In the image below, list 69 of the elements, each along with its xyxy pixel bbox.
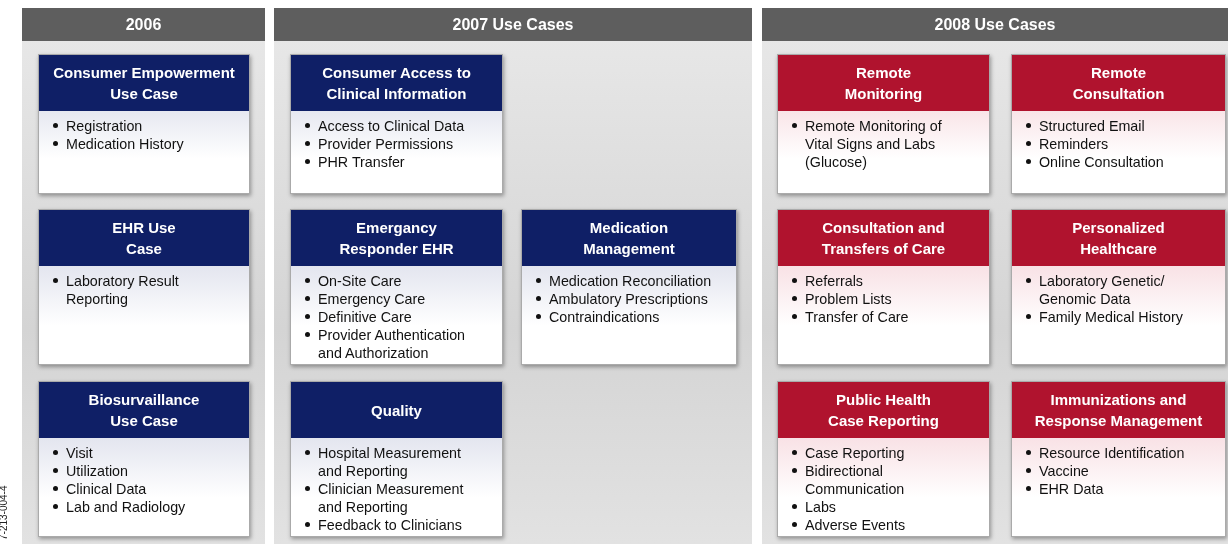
list-item: Laboratory Result Reporting [66, 272, 180, 308]
use-case-card [777, 209, 990, 365]
list-item: Clinician Measurement and Reporting [318, 480, 465, 516]
column-header: 2008 Use Cases [762, 8, 1228, 41]
card-title: Immunizations and Response Management [1033, 390, 1204, 431]
list-item: Ambulatory Prescriptions [549, 290, 708, 308]
list-item: Laboratory Genetic/ Genomic Data [1039, 272, 1166, 308]
use-case-card [290, 54, 503, 194]
use-case-card [777, 381, 990, 537]
card-title: Consumer Access to Clinical Information [321, 63, 472, 104]
card-title: Consultation and Transfers of Care [820, 218, 947, 259]
list-item: Medication Reconciliation [549, 272, 712, 290]
list-item: Labs [805, 498, 836, 516]
list-item: Provider Authentication and Authorization [318, 326, 467, 362]
card-title: Emergancy Responder EHR [338, 218, 455, 259]
list-item: Medication History [66, 135, 184, 153]
use-case-card [1011, 209, 1226, 365]
use-case-card [521, 209, 737, 365]
list-item: Vaccine [1039, 462, 1089, 480]
list-item: Adverse Events [805, 516, 906, 534]
use-case-card [38, 54, 250, 194]
list-item: Lab and Radiology [66, 498, 186, 516]
use-case-card [1011, 54, 1226, 194]
list-item: Referrals [805, 272, 863, 290]
list-item: Emergency Care [318, 290, 426, 308]
card-title: Consumer Empowerment Use Case [52, 63, 236, 104]
use-case-card [1011, 381, 1226, 537]
list-item: Structured Email [1039, 117, 1145, 135]
list-item: Bidirectional Communication [805, 462, 906, 498]
list-item: Provider Permissions [318, 135, 454, 153]
list-item: Family Medical History [1039, 308, 1183, 326]
card-title: Remote Consultation [1071, 63, 1166, 104]
document-number: 7-213-004-4 [0, 484, 9, 540]
list-item: EHR Data [1039, 480, 1104, 498]
card-title: Personalized Healthcare [1071, 218, 1166, 259]
column-header: 2007 Use Cases [274, 8, 752, 41]
column-panel [22, 8, 265, 544]
list-item: Transfer of Care [805, 308, 909, 326]
card-title: Medication Management [582, 218, 676, 259]
list-item: Case Reporting [805, 444, 905, 462]
card-title: Quality [371, 400, 422, 421]
list-item: Visit [66, 444, 93, 462]
use-case-card [38, 381, 250, 537]
list-item: Problem Lists [805, 290, 892, 308]
list-item: Resource Identification [1039, 444, 1185, 462]
list-item: Online Consultation [1039, 153, 1164, 171]
use-case-card [38, 209, 250, 365]
column-panel [762, 8, 1228, 544]
list-item: Registration [66, 117, 143, 135]
column-panel [274, 8, 752, 544]
list-item: PHR Transfer [318, 153, 405, 171]
list-item: Remote Monitoring of Vital Signs and Labs (Glucose) [805, 117, 943, 171]
list-item: Clinical Data [66, 480, 147, 498]
use-case-card [290, 209, 503, 365]
list-item: Contraindications [549, 308, 660, 326]
list-item: Feedback to Clinicians [318, 516, 462, 534]
column-header: 2006 [22, 8, 265, 41]
list-item: Definitive Care [318, 308, 412, 326]
list-item: Access to Clinical Data [318, 117, 465, 135]
use-case-card [777, 54, 990, 194]
card-title: Public Health Case Reporting [827, 390, 940, 431]
card-title: Biosurvaillance Use Case [87, 390, 201, 431]
list-item: Utilization [66, 462, 128, 480]
card-title: Remote Monitoring [843, 63, 924, 104]
use-case-card [290, 381, 503, 537]
list-item: Reminders [1039, 135, 1109, 153]
list-item: On-Site Care [318, 272, 402, 290]
list-item: Hospital Measurement and Reporting [318, 444, 463, 480]
card-title: EHR Use Case [111, 218, 177, 259]
